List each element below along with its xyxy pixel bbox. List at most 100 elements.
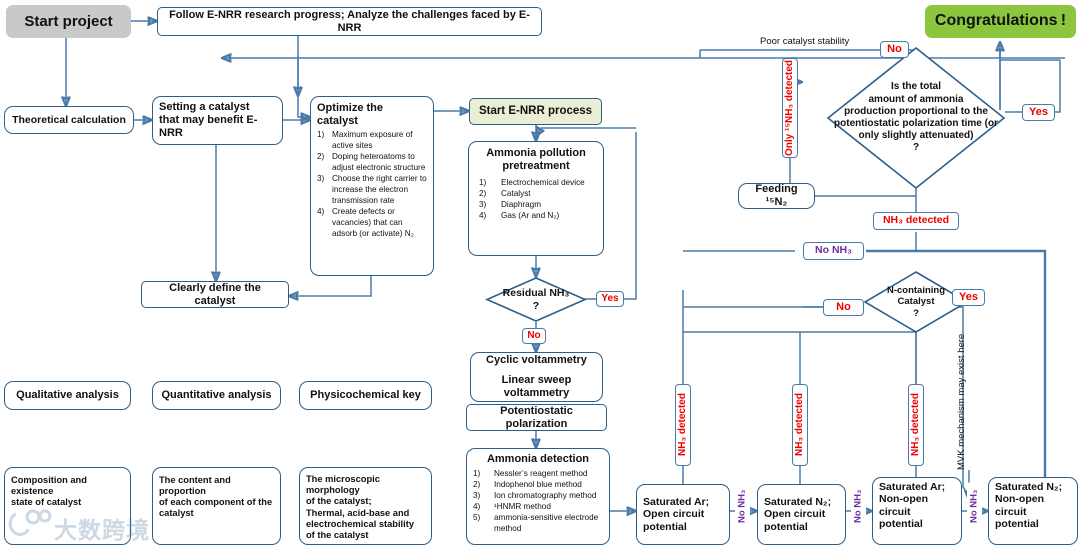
list-item: 1)Nessler’s reagent method [473,468,588,478]
edge-label-no-nh3-1: No NH₃ [735,482,750,530]
node-saturated-ar-nonopen-line3: circuit [879,505,911,518]
list-item: 2)Doping heteroatoms to adjust electroni… [317,151,426,172]
edge-label-total-no: No [880,41,909,58]
node-ammonia-pretreatment-line1: Ammonia pollution [486,147,586,159]
edge-label-no-nh3-3: No NH₃ [967,482,982,530]
node-theoretical-calculation-label: Theoretical calculation [12,113,126,126]
node-saturated-ar-nonopen[interactable]: Saturated Ar; Non-open circuit potential [872,477,962,545]
edge-label-nh3-detected-center: NH₃ detected [873,212,959,230]
node-quantitative-output[interactable]: The content and proportion of each compo… [152,467,281,545]
node-quantitative-output-line1: The content and proportion [159,475,231,496]
node-ammonia-pretreatment-line2: pretreatment [502,159,570,172]
node-physicochemical-output-line2: of the catalyst; [306,495,372,506]
node-follow-progress[interactable]: Follow E-NRR research progress; Analyze … [157,7,542,36]
ammonia-pretreatment-list: 1)Electrochemical device 2)Catalyst 3)Di… [475,178,601,222]
node-quantitative-analysis-label: Quantitative analysis [161,389,272,402]
node-setting-catalyst[interactable]: Setting a catalyst that may benefit E-NR… [152,96,283,145]
list-item: 1)Maximum exposure of active sites [317,129,413,150]
node-clearly-define-catalyst[interactable]: Clearly define the catalyst [141,281,289,308]
node-physicochemical-output-line1: The microscopic morphology [306,474,380,495]
node-saturated-ar-nonopen-line4: potential [879,518,923,531]
node-setting-catalyst-line2: that may benefit E-NRR [159,114,258,139]
list-item: 3)Choose the right carrier to increase t… [317,173,427,205]
edge-label-mvk-mechanism: MVK mechanism may exist here [956,333,967,470]
diamond-shape [485,277,587,322]
node-saturated-n2-nonopen[interactable]: Saturated N₂; Non-open circuit potential [988,477,1078,545]
decision-total-ammonia[interactable]: Is the total amount of ammonia productio… [826,46,1006,190]
node-voltammetry[interactable]: Cyclic voltammetry Linear sweep voltamme… [470,352,603,402]
node-setting-catalyst-line1: Setting a catalyst [159,101,250,114]
edge-label-no-nh3-top: No NH₃ [803,242,864,260]
edge-label-no-nh3-2: No NH₃ [851,482,866,530]
node-physicochemical-output[interactable]: The microscopic morphology of the cataly… [299,467,432,545]
edge-label-total-yes: Yes [1022,104,1055,121]
list-item: 2)Indophenol blue method [473,479,582,489]
node-saturated-ar-open[interactable]: Saturated Ar; Open circuit potential [636,484,730,545]
node-feeding-15n2-label: Feeding ¹⁵N₂ [755,183,798,208]
node-linear-sweep-label: Linear sweep voltammetry [501,374,572,399]
edge-label-poor-catalyst-stability: Poor catalyst stability [760,36,850,47]
node-saturated-ar-open-line3: potential [643,520,687,533]
node-potentiostatic-polarization[interactable]: Potentiostatic polarization [466,404,607,431]
node-optimize-catalyst-title: Optimize the catalyst [317,102,384,127]
node-ammonia-pretreatment[interactable]: Ammonia pollution pretreatment 1)Electro… [468,141,604,256]
node-congratulations[interactable]: Congratulations ! [925,5,1076,38]
node-saturated-n2-open[interactable]: Saturated N₂; Open circuit potential [757,484,846,545]
node-ammonia-detection[interactable]: Ammonia detection 1)Nessler’s reagent me… [466,448,610,545]
node-qualitative-output-line2: state of catalyst [11,496,82,507]
list-item: 1)Electrochemical device [479,177,585,187]
list-item: 3)Diaphragm [479,199,542,209]
list-item: 4)¹HNMR method [473,501,551,511]
node-saturated-ar-open-line1: Saturated Ar; [643,495,710,508]
list-item: 4)Gas (Ar and N₂) [479,210,560,220]
optimize-catalyst-list: 1)Maximum exposure of active sites 2)Dop… [317,130,427,240]
node-saturated-n2-open-line2: Open circuit [764,508,826,521]
node-saturated-ar-nonopen-line2: Non-open [879,493,928,506]
edge-label-residual-no: No [522,328,546,344]
node-physicochemical-output-line5: of the catalyst [306,530,369,541]
edge-label-ncat-yes: Yes [952,289,985,306]
node-start-enrr-process[interactable]: Start E-NRR process [469,98,602,125]
list-item: 3)Ion chromatography method [473,490,597,500]
edge-label-residual-yes: Yes [596,291,624,307]
node-quantitative-analysis[interactable]: Quantitative analysis [152,381,281,410]
node-saturated-ar-nonopen-line1: Saturated Ar; [879,481,946,493]
node-potentiostatic-label: Potentiostatic polarization [500,404,573,430]
node-qualitative-output-line1: Composition and existence [11,475,87,496]
node-cyclic-voltammetry-label: Cyclic voltammetry [486,354,587,367]
decision-residual-nh3[interactable]: Residual NH₃ ? [485,277,587,322]
node-physicochemical-key-label: Physicochemical key [310,389,421,402]
node-quantitative-output-line3: catalyst [159,507,194,518]
node-saturated-n2-open-line1: Saturated N₂; [764,495,832,508]
node-physicochemical-output-line4: electrochemical stability [306,519,414,530]
node-qualitative-output[interactable]: Composition and existence state of catal… [4,467,131,545]
node-start-enrr-label: Start E-NRR process [478,104,593,117]
diamond-shape [863,271,969,333]
node-saturated-ar-open-line2: Open circuit [643,508,705,521]
list-item: 5)ammonia-sensitive electrode method [473,512,599,533]
node-start-project[interactable]: Start project [6,5,131,38]
edge-label-nh3-detected-3: NH₃ detected [908,384,924,466]
node-saturated-n2-nonopen-line1: Saturated N₂; [995,481,1063,493]
node-quantitative-output-line2: of each component of the [159,496,273,507]
diamond-shape [826,46,1006,190]
list-item: 4)Create defects or vacancies) that can … [317,206,414,238]
node-qualitative-analysis-label: Qualitative analysis [16,389,119,402]
node-ammonia-detection-title: Ammonia detection [486,453,590,465]
node-feeding-15n2[interactable]: Feeding ¹⁵N₂ [738,183,815,209]
node-saturated-n2-nonopen-line4: potential [995,518,1039,531]
node-follow-progress-label: Follow E-NRR research progress; Analyze … [169,8,530,34]
node-optimize-catalyst[interactable]: Optimize the catalyst 1)Maximum exposure… [310,96,434,276]
edge-label-nh3-detected-2: NH₃ detected [792,384,808,466]
node-saturated-n2-nonopen-line3: circuit [995,505,1027,518]
node-physicochemical-output-line3: Thermal, acid-base and [306,508,410,519]
edge-label-ncat-no: No [823,299,864,316]
node-physicochemical-key[interactable]: Physicochemical key [299,381,432,410]
ammonia-detection-list: 1)Nessler’s reagent method 2)Indophenol … [473,469,603,535]
edge-label-only-15nh3-detected: Only ¹⁵NH₃ detected [782,58,798,158]
node-theoretical-calculation[interactable]: Theoretical calculation [4,106,134,134]
node-saturated-n2-open-line3: potential [764,520,808,533]
node-qualitative-analysis[interactable]: Qualitative analysis [4,381,131,410]
node-congratulations-label: Congratulations ! [934,12,1067,30]
